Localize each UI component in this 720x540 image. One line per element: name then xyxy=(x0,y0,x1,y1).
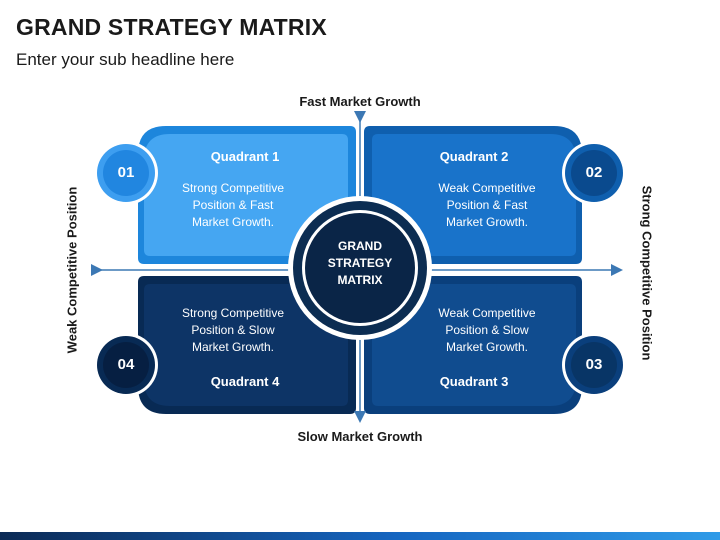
axis-label-top: Fast Market Growth xyxy=(299,94,421,109)
quadrant-3-line-2: Position & Slow xyxy=(445,323,529,337)
quadrant-1-line-2: Position & Fast xyxy=(192,198,274,212)
page-title: GRAND STRATEGY MATRIX xyxy=(16,14,327,40)
quadrant-1-line-3: Market Growth. xyxy=(191,215,275,229)
quadrant-3-description: Weak Competitive Position & Slow Market … xyxy=(422,305,552,356)
quadrant-3-line-1: Weak Competitive xyxy=(438,306,536,320)
badge-04-number: 04 xyxy=(117,356,135,373)
badge-02-number: 02 xyxy=(585,164,603,181)
quadrant-1-description: Strong Competitive Position & Fast Marke… xyxy=(168,180,298,231)
quadrant-3-line-3: Market Growth. xyxy=(445,340,529,354)
quadrant-2-description: Weak Competitive Position & Fast Market … xyxy=(422,180,552,231)
axis-label-bottom: Slow Market Growth xyxy=(297,429,423,444)
quadrant-2-line-2: Position & Fast xyxy=(446,198,528,212)
badge-01 xyxy=(94,141,158,205)
quadrant-1-line-1: Strong Competitive xyxy=(181,181,285,195)
quadrant-3-shape xyxy=(364,276,582,414)
quadrant-2-title: Quadrant 2 xyxy=(439,149,509,164)
quadrant-4-line-2: Position & Slow xyxy=(191,323,275,337)
quadrant-2-line-3: Market Growth. xyxy=(445,215,529,229)
badge-03-number: 03 xyxy=(585,356,603,373)
quadrant-1-title: Quadrant 1 xyxy=(210,149,280,164)
quadrant-2-line-1: Weak Competitive xyxy=(438,181,536,195)
quadrant-3-title: Quadrant 3 xyxy=(439,374,509,389)
footer-bar xyxy=(0,532,720,540)
quadrant-4-line-1: Strong Competitive xyxy=(181,306,285,320)
badge-02 xyxy=(562,141,626,205)
center-label-line-3: MATRIX xyxy=(337,273,383,287)
page-subtitle: Enter your sub headline here xyxy=(16,50,235,69)
center-label-line-2: STRATEGY xyxy=(327,256,393,270)
center-label: GRAND STRATEGY MATRIX xyxy=(310,238,410,289)
badge-03 xyxy=(562,333,626,397)
badge-01-number: 01 xyxy=(117,164,135,181)
badge-04 xyxy=(94,333,158,397)
quadrant-4-description: Strong Competitive Position & Slow Marke… xyxy=(168,305,298,356)
center-circle xyxy=(288,196,432,340)
quadrant-4-line-3: Market Growth. xyxy=(191,340,275,354)
quadrant-4-shape xyxy=(138,276,356,414)
center-label-line-1: GRAND xyxy=(338,239,382,253)
quadrant-4-title: Quadrant 4 xyxy=(210,374,280,389)
